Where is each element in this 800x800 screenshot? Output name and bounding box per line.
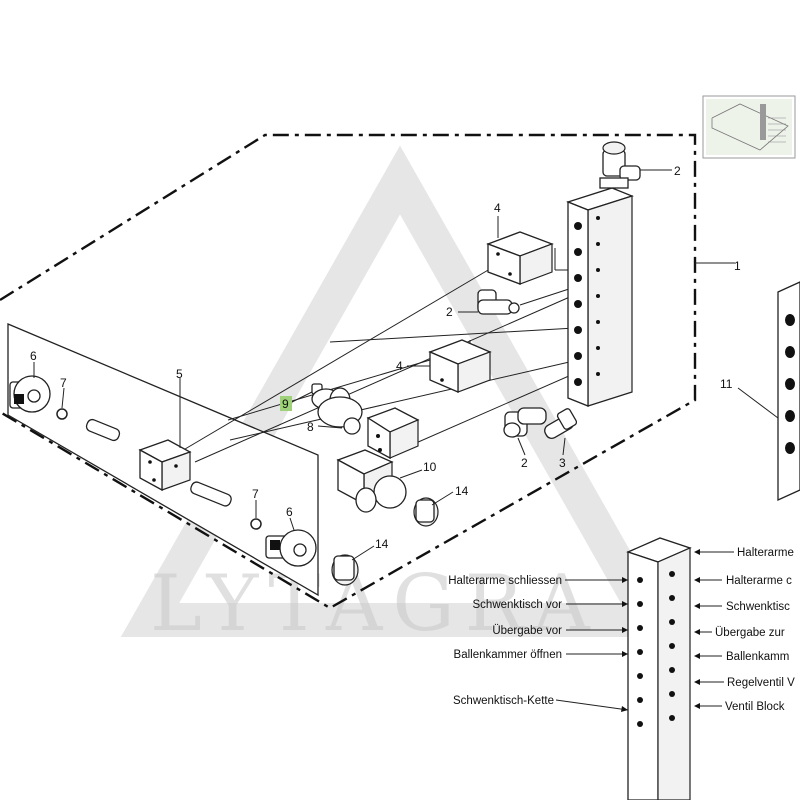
o-ring-7-right[interactable] [250,518,262,530]
callout-4-middle[interactable]: 4 [396,359,403,373]
label-schwenktisc: Schwenktisc [726,601,790,613]
label-ventil-block: Ventil Block [725,701,785,713]
manifold-labels-right: Halterarme Halterarme c Schwenktisc Über… [715,547,795,713]
o-ring-7-left[interactable] [56,408,68,420]
label-schwenktisch-kette: Schwenktisch-Kette [453,695,554,707]
valve-manifold[interactable] [566,187,634,407]
callout-2-top[interactable]: 2 [674,164,681,178]
callout-1[interactable]: 1 [734,259,741,273]
coil-6-right[interactable] [265,529,317,567]
valve-block-panel[interactable] [138,439,192,492]
elbow-fitting-lower[interactable] [503,407,547,438]
watermark-text: LYTAGRA [150,559,600,649]
valve-block-middle[interactable] [428,339,492,393]
callout-14-right[interactable]: 14 [455,484,469,498]
callout-14-left[interactable]: 14 [375,537,389,551]
elbow-fitting-middle[interactable] [477,289,520,315]
callout-leaders [33,169,779,561]
valve-manifold-11[interactable] [777,281,800,502]
valve-block-upper[interactable] [486,231,554,285]
solenoid-pin-right[interactable] [189,481,232,508]
callout-8[interactable]: 8 [307,420,314,434]
solenoid-pin-left[interactable] [85,418,121,442]
label-schwenktisch-vor: Schwenktisch vor [473,599,563,611]
callout-9: 9 [282,397,289,411]
label-halterarme-schliessen: Halterarme schliessen [448,575,562,587]
label-halterarme-c: Halterarme c [726,575,792,587]
callout-5[interactable]: 5 [176,367,183,381]
callout-7-left[interactable]: 7 [60,376,67,390]
solenoid-valve-8[interactable] [317,396,420,460]
callout-2-middle[interactable]: 2 [446,305,453,319]
callout-7-right[interactable]: 7 [252,487,259,501]
callout-4-upper[interactable]: 4 [494,201,501,215]
callout-3[interactable]: 3 [559,456,566,470]
callout-9-highlight[interactable]: 9 [280,396,292,411]
label-ballenkammer-oeffnen: Ballenkammer öffnen [454,649,562,661]
callout-10[interactable]: 10 [423,460,437,474]
silencer-14-left[interactable] [331,554,359,586]
label-ballenkamm: Ballenkamm [726,651,789,663]
label-halterarme: Halterarme [737,547,794,559]
callout-numbers: 2 1 4 2 4 9 8 10 14 14 2 3 5 6 7 7 6 11 [30,164,741,551]
thumbnail-preview[interactable] [702,95,796,159]
callout-6-left[interactable]: 6 [30,349,37,363]
manifold-labels-left: Halterarme schliessen Schwenktisch vor Ü… [448,575,562,707]
hose-fitting-3[interactable] [543,408,578,441]
silencer-14-right[interactable] [413,497,439,527]
manifold-label-arrows [555,549,734,712]
coil-6-left[interactable] [9,375,51,413]
label-uebergabe-vor: Übergabe vor [492,625,562,637]
elbow-fitting-top[interactable] [599,141,641,189]
assembly-boundary [0,133,697,610]
solenoid-valve-10[interactable] [336,449,407,513]
callout-11[interactable]: 11 [720,377,733,391]
label-regelventil: Regelventil V [727,677,795,689]
valve-manifold-bottom[interactable] [626,537,692,800]
label-uebergabe-zur: Übergabe zur [715,627,785,639]
callout-6-right[interactable]: 6 [286,505,293,519]
connection-lines [179,248,579,463]
watermark: LYTAGRA [120,145,680,649]
callout-2-lower[interactable]: 2 [521,456,528,470]
